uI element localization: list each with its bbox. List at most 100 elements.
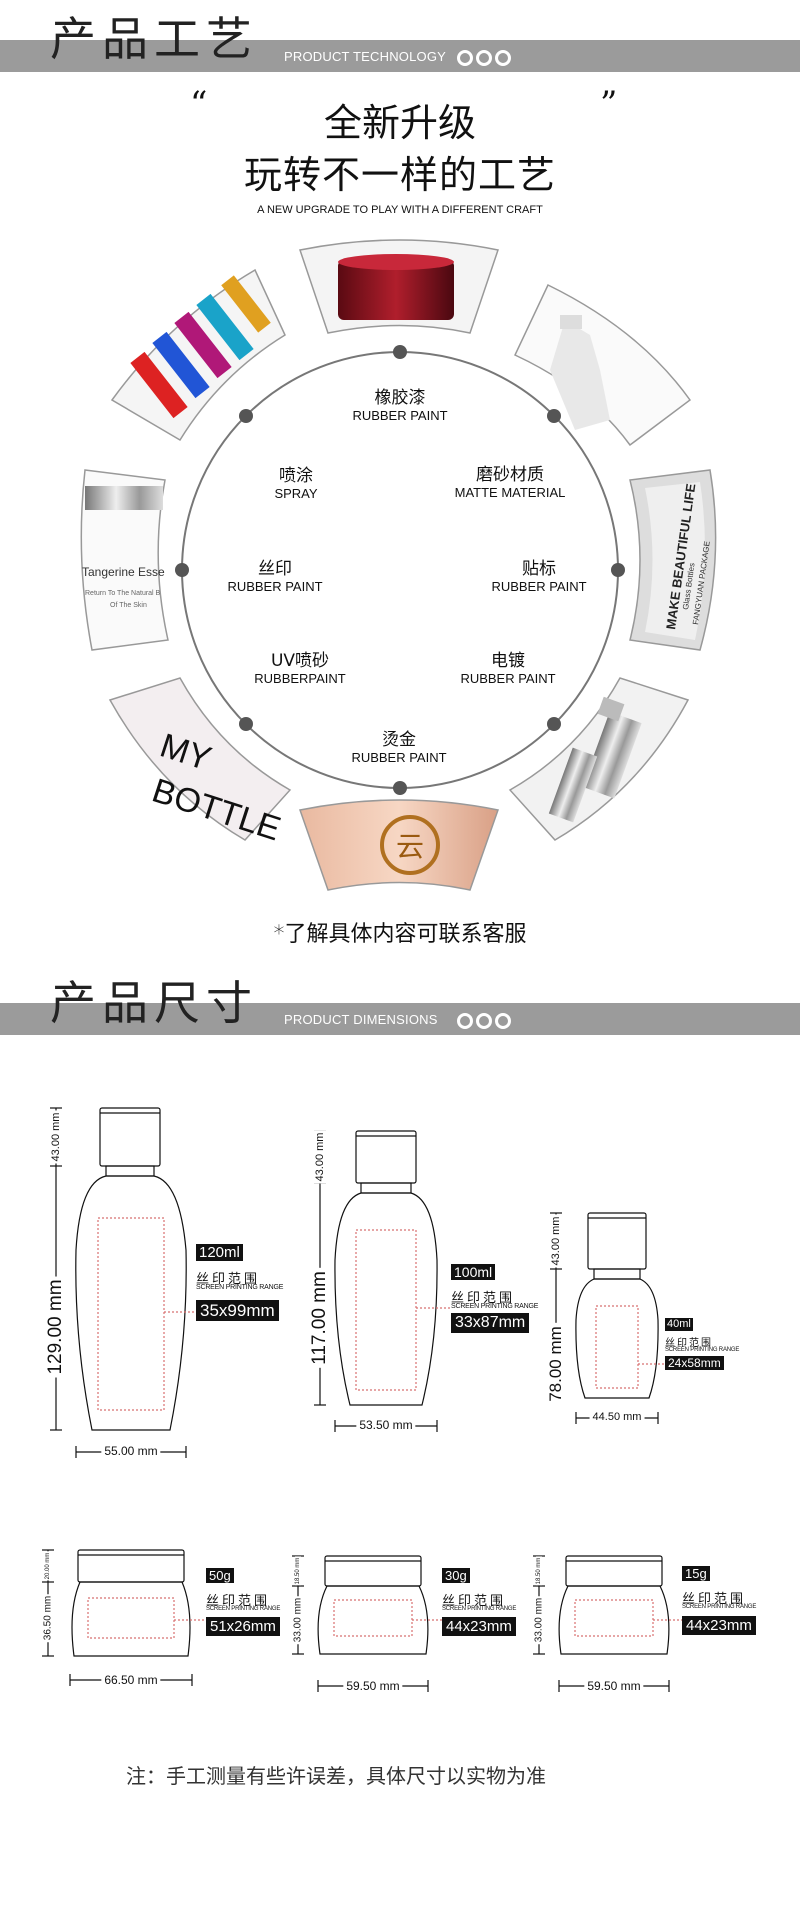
dim-cap-15g: 18.50 mm	[536, 1556, 542, 1586]
dim-height-40ml: 78.00 mm	[546, 1323, 566, 1405]
range-tag-100ml: 33x87mm	[451, 1313, 530, 1333]
craft-matte-material: 磨砂材质 MATTE MATERIAL	[425, 460, 595, 500]
craft-en: RUBBERPAINT	[254, 671, 346, 686]
craft-en: RUBBER PAINT	[491, 579, 587, 594]
range-tag-50g: 51x26mm	[206, 1617, 280, 1636]
dim-cap-30g: 18.50 mm	[295, 1556, 301, 1586]
headline-line1: 全新升级	[323, 101, 476, 145]
section-title-technology: 产品工艺	[50, 12, 258, 66]
screen-range-label: 丝印范围	[451, 1291, 516, 1306]
craft-cn: 丝印	[258, 559, 292, 579]
open-quote: “	[190, 84, 208, 124]
jar-15g-drawing	[533, 1555, 683, 1692]
craft-cn: 喷涂	[279, 466, 313, 486]
bottle-120ml-drawing	[50, 1107, 196, 1458]
screen-range-label: 丝印范围	[442, 1594, 507, 1609]
measurement-note: 注：手工测量有些许误差，具体尺寸以实物为准	[126, 1764, 546, 1788]
tangerine-sub2: Of The Skin	[110, 602, 147, 609]
dim-cap-50g: 20.00 mm	[45, 1551, 51, 1581]
decor-dot	[457, 1013, 473, 1029]
craft-hot-stamping: 烫金 RUBBER PAINT	[314, 725, 484, 765]
contact-note: *了解具体内容可联系客服	[273, 922, 527, 947]
craft-en: SPRAY	[274, 486, 318, 501]
weight-tag-15g: 15g	[682, 1566, 710, 1581]
section-band-dimensions	[0, 1003, 800, 1035]
decor-dot	[495, 50, 511, 66]
close-quote: ”	[600, 84, 618, 124]
craft-cn: 磨砂材质	[476, 465, 544, 485]
photo-label-bottle: MAKE BEAUTIFUL LIFE Glass Bottles FANGYU…	[629, 469, 717, 651]
dim-width-15g: 59.50 mm	[584, 1679, 644, 1693]
photo-silkscreen-bottle: Tangerine Esse Return To The Natural B O…	[80, 469, 169, 651]
range-tag-120ml: 35x99mm	[196, 1300, 279, 1321]
dimension-drawings	[42, 1107, 683, 1692]
section-subtitle-technology: PRODUCT TECHNOLOGY	[284, 49, 447, 64]
screen-range-label: 丝印范围	[206, 1594, 271, 1609]
craft-electroplating: 电镀 RUBBER PAINT	[423, 646, 593, 686]
decor-dot	[476, 50, 492, 66]
dim-cap-120ml: 43.00 mm	[50, 1110, 62, 1164]
craft-en: RUBBER PAINT	[227, 579, 323, 594]
dim-height-50g: 36.50 mm	[42, 1593, 54, 1643]
screen-range-label-en: SCREEN PRINTING RANGE	[451, 1303, 539, 1310]
dim-cap-100ml: 43.00 mm	[314, 1130, 326, 1184]
photo-rubber-paint-jar	[299, 239, 499, 334]
dim-width-50g: 66.50 mm	[101, 1673, 161, 1687]
craft-cn: 烫金	[382, 730, 416, 750]
craft-en: RUBBER PAINT	[351, 750, 447, 765]
dim-width-40ml: 44.50 mm	[589, 1411, 645, 1423]
craft-cn: 贴标	[522, 559, 556, 579]
bottle-100ml-drawing	[314, 1130, 450, 1432]
hot-stamp-glyph: 云	[396, 830, 424, 863]
volume-tag-120ml: 120ml	[196, 1244, 243, 1261]
tangerine-sub: Return To The Natural B	[85, 590, 161, 597]
craft-en: MATTE MATERIAL	[454, 485, 566, 500]
craft-en: RUBBER PAINT	[352, 408, 448, 423]
photo-matte-bottle	[514, 283, 692, 447]
wheel-nodes	[175, 345, 625, 795]
photo-spray-bottles	[110, 268, 286, 442]
screen-range-label-en: SCREEN PRINTING RANGE	[206, 1606, 281, 1612]
dim-width-30g: 59.50 mm	[343, 1679, 403, 1693]
screen-range-label-en: SCREEN PRINTING RANGE	[665, 1347, 740, 1353]
craft-spray: 喷涂 SPRAY	[211, 461, 381, 501]
screen-range-label-en: SCREEN PRINTING RANGE	[442, 1606, 517, 1612]
craft-en: RUBBER PAINT	[460, 671, 556, 686]
dim-width-100ml: 53.50 mm	[356, 1418, 416, 1432]
craft-wheel: MAKE BEAUTIFUL LIFE Glass Bottles FANGYU…	[80, 239, 717, 891]
dim-height-100ml: 117.00 mm	[309, 1268, 331, 1368]
screen-range-label: 丝印范围	[665, 1338, 713, 1349]
photo-hot-stamp: 云	[299, 799, 499, 891]
headline-line2: 玩转不一样的工艺	[243, 153, 556, 197]
headline-subtitle: A NEW UPGRADE TO PLAY WITH A DIFFERENT C…	[257, 204, 543, 216]
dim-height-30g: 33.00 mm	[292, 1595, 304, 1645]
weight-tag-50g: 50g	[206, 1568, 234, 1583]
dim-cap-40ml: 43.00 mm	[550, 1214, 562, 1268]
decor-dot	[495, 1013, 511, 1029]
craft-uv-sandblast: UV喷砂 RUBBERPAINT	[215, 646, 385, 686]
section-band-technology	[0, 40, 800, 72]
screen-range-label-en: SCREEN PRINTING RANGE	[196, 1284, 284, 1291]
craft-cn: UV喷砂	[270, 651, 330, 671]
craft-labeling: 贴标 RUBBER PAINT	[454, 554, 624, 594]
photo-plated-bottle	[508, 677, 690, 841]
bottle-40ml-drawing	[550, 1212, 664, 1424]
dim-height-15g: 33.00 mm	[533, 1595, 545, 1645]
range-tag-30g: 44x23mm	[442, 1617, 516, 1636]
section-title-dimensions: 产品尺寸	[50, 976, 258, 1030]
range-tag-15g: 44x23mm	[682, 1616, 756, 1635]
volume-tag-100ml: 100ml	[451, 1264, 496, 1280]
jar-30g-drawing	[292, 1555, 442, 1692]
craft-cn: 电镀	[491, 651, 525, 671]
tangerine-title: Tangerine Esse	[82, 565, 165, 579]
jar-50g-drawing	[42, 1549, 204, 1686]
screen-range-label: 丝印范围	[682, 1592, 747, 1607]
craft-cn: 橡胶漆	[374, 388, 426, 408]
craft-silkscreen: 丝印 RUBBER PAINT	[190, 554, 360, 594]
weight-tag-30g: 30g	[442, 1568, 470, 1583]
screen-range-label: 丝印范围	[196, 1272, 261, 1287]
dim-width-120ml: 55.00 mm	[101, 1444, 161, 1458]
volume-tag-40ml: 40ml	[665, 1318, 693, 1331]
craft-rubber-paint: 橡胶漆 RUBBER PAINT	[315, 383, 485, 423]
decor-dot	[476, 1013, 492, 1029]
